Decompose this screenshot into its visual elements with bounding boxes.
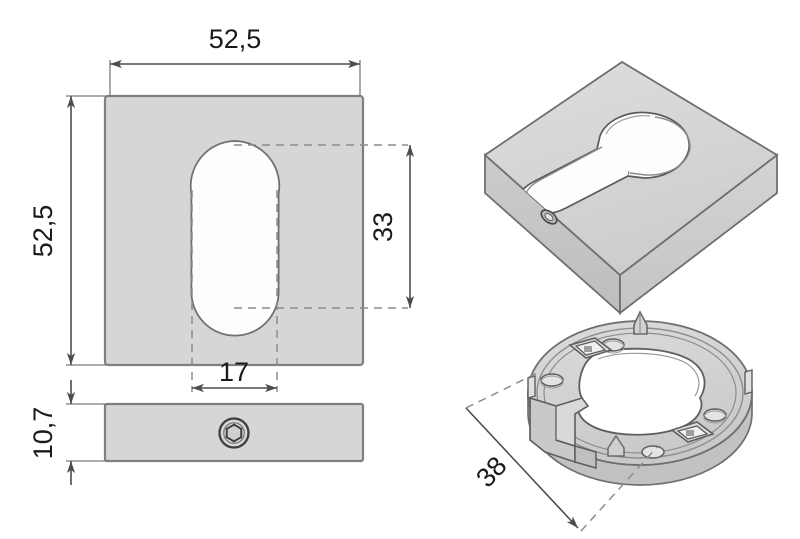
dim-label-17: 17 xyxy=(219,357,249,387)
ring-central-opening xyxy=(577,347,706,436)
ring-bottom-notch xyxy=(607,434,625,457)
iso-plate-group xyxy=(483,60,779,316)
keyhole-outline xyxy=(189,140,281,337)
iso-keyhole-inner-edge-top xyxy=(629,116,691,176)
ring-notch-left xyxy=(527,375,536,399)
dim-label-thickness: 10,7 xyxy=(28,407,58,460)
ring-notch-right xyxy=(744,369,753,395)
side-view-group xyxy=(103,402,365,463)
ring-left-notch xyxy=(527,375,536,399)
ring-top-tab xyxy=(633,310,648,335)
ring-left-clip xyxy=(529,396,597,469)
ring-right-notch xyxy=(744,369,753,395)
ring-screw-hole-right-shadow xyxy=(703,410,727,424)
dim-label-height: 52,5 xyxy=(28,205,58,258)
front-view-group xyxy=(103,94,365,367)
dim-label-33: 33 xyxy=(368,212,398,242)
dim-38-ext-lower xyxy=(580,446,658,532)
dimension-keyhole-height-33: 33 xyxy=(368,145,415,308)
iso-ring-group xyxy=(527,310,753,486)
ring-recess-upper-left-slot xyxy=(584,346,592,352)
ring-notch-bottom xyxy=(607,434,625,457)
dimension-keyhole-width-17: 17 xyxy=(192,357,277,393)
dimension-width-52-5: 52,5 xyxy=(109,24,361,96)
iso-keyhole-notch xyxy=(627,170,630,177)
iso-plate-screw-icon xyxy=(540,209,558,225)
projection-lines-group xyxy=(191,144,408,392)
ring-screw-hole-bottom xyxy=(641,445,665,459)
dim-label-width: 52,5 xyxy=(209,24,262,54)
dimension-thickness-10-7: 10,7 xyxy=(28,380,108,485)
iso-keyhole-highlight xyxy=(605,115,651,135)
ring-opening-inner-edge xyxy=(597,352,700,397)
dim-38-line xyxy=(465,407,579,529)
dimension-height-52-5: 52,5 xyxy=(28,95,108,366)
ring-screw-holes xyxy=(540,338,727,459)
ring-recess-lower-right-slot xyxy=(686,430,694,436)
hex-socket-screw-icon xyxy=(218,417,250,449)
ring-opening-outline xyxy=(577,347,706,436)
ring-screw-hole-left-shadow xyxy=(540,375,564,389)
ring-clip-foot xyxy=(574,445,597,469)
ring-square-recesses xyxy=(568,337,715,443)
